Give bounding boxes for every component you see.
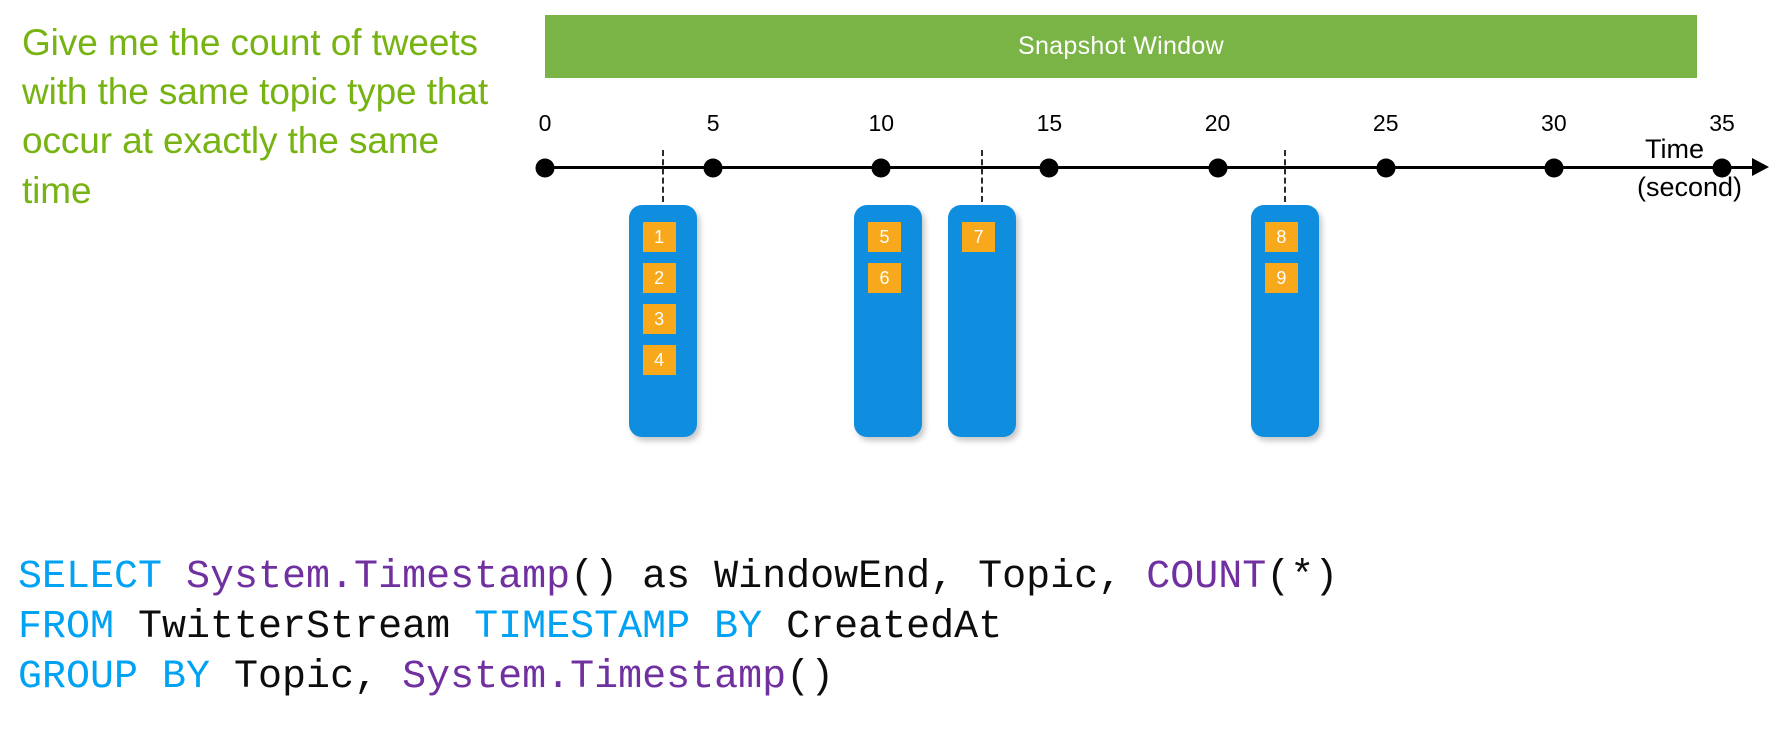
event-chip[interactable]: 6 xyxy=(868,263,901,293)
event-time-marker xyxy=(981,150,984,202)
sql-token: (*) xyxy=(1266,555,1339,600)
axis-tick-label: 5 xyxy=(706,110,720,136)
axis-tick-dot xyxy=(703,158,723,178)
sql-token: System.Timestamp xyxy=(402,655,787,700)
axis-tick-label: 25 xyxy=(1372,110,1399,136)
sql-token: () as WindowEnd, Topic, xyxy=(570,555,1147,600)
snapshot-window-banner: Snapshot Window xyxy=(545,15,1697,78)
event-group[interactable]: 7 xyxy=(948,205,1017,437)
event-chip[interactable]: 8 xyxy=(1264,222,1298,252)
event-chip[interactable]: 1 xyxy=(642,222,676,252)
event-chip[interactable]: 2 xyxy=(642,263,676,293)
axis-tick-label: 20 xyxy=(1204,110,1231,136)
sql-token: COUNT xyxy=(1146,555,1267,600)
axis-tick-dot xyxy=(1376,158,1396,178)
sql-token: () xyxy=(786,655,835,700)
axis-tick-label: 30 xyxy=(1541,110,1567,136)
snapshot-window-label: Snapshot Window xyxy=(1017,32,1224,60)
axis-tick-dot xyxy=(535,158,555,178)
sql-token: GROUP BY xyxy=(18,655,235,700)
event-chip[interactable]: 5 xyxy=(868,222,901,252)
sql-token: TwitterStream xyxy=(138,605,475,650)
event-group[interactable]: 1 2 3 4 xyxy=(628,205,697,437)
sql-line: FROM TwitterStream TIMESTAMP BY CreatedA… xyxy=(18,603,1338,653)
event-time-marker xyxy=(661,150,664,202)
axis-tick-dot xyxy=(1712,158,1732,178)
sql-token: System.Timestamp xyxy=(186,555,571,600)
axis-tick-label: 15 xyxy=(1036,110,1063,136)
event-chip[interactable]: 9 xyxy=(1264,263,1298,293)
event-chip[interactable]: 7 xyxy=(962,222,996,252)
sql-line: GROUP BY Topic, System.Timestamp() xyxy=(18,653,1338,703)
sql-line: SELECT System.Timestamp() as WindowEnd, … xyxy=(18,553,1338,603)
time-axis-line xyxy=(545,166,1757,169)
sql-query-block: SELECT System.Timestamp() as WindowEnd, … xyxy=(18,553,1338,703)
axis-label-unit: (second) xyxy=(1637,172,1743,202)
axis-tick-dot xyxy=(1208,158,1228,178)
event-chip[interactable]: 3 xyxy=(642,304,676,334)
axis-tick-label: 35 xyxy=(1709,110,1735,136)
prompt-question-text: Give me the count of tweets with the sam… xyxy=(22,22,499,211)
event-chip[interactable]: 4 xyxy=(642,345,676,375)
axis-tick-dot xyxy=(1039,158,1059,178)
axis-tick-dot xyxy=(871,158,891,178)
axis-tick-label: 0 xyxy=(538,110,552,136)
axis-tick-label: 10 xyxy=(868,110,895,136)
axis-label-time: Time xyxy=(1645,134,1704,164)
sql-token: Topic, xyxy=(234,655,403,700)
sql-token: TIMESTAMP BY xyxy=(474,605,787,650)
sql-token: SELECT xyxy=(18,555,187,600)
sql-token: CreatedAt xyxy=(786,605,1003,650)
sql-token: FROM xyxy=(18,605,139,650)
event-time-marker xyxy=(1283,150,1286,202)
time-axis-arrow-icon xyxy=(1752,158,1769,176)
axis-tick-dot xyxy=(1544,158,1564,178)
